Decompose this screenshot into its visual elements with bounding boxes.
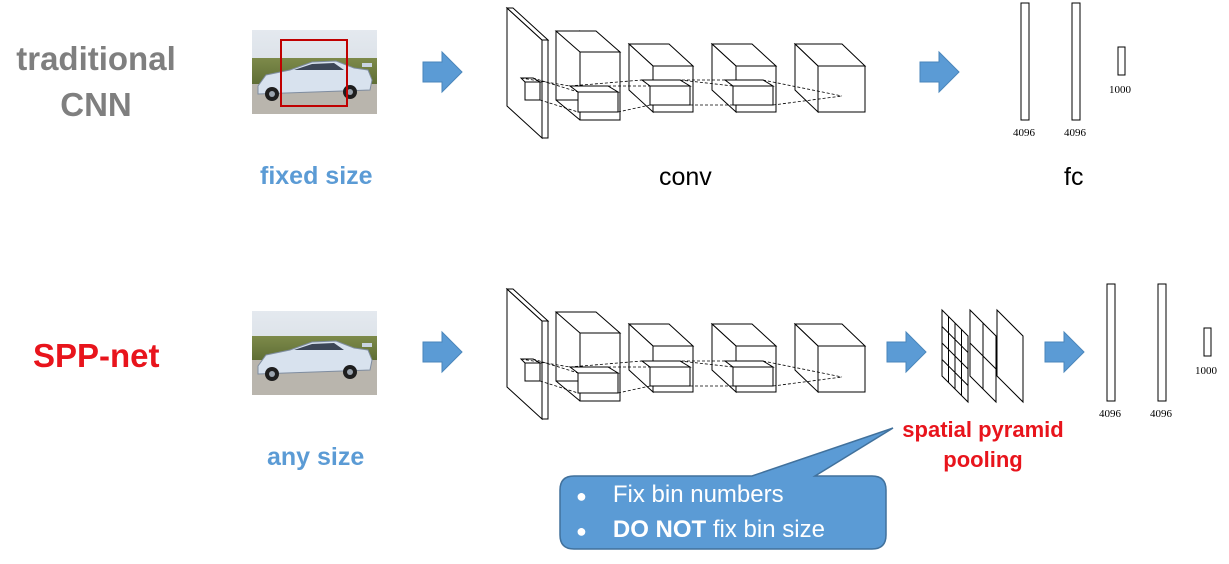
fc-layer-2-b [1157, 283, 1167, 402]
fc-label: fc [1064, 163, 1084, 191]
conv-projection-lines-1 [520, 77, 843, 113]
arrow-input-to-conv-2 [422, 330, 463, 374]
callout-text-1: Fix bin numbers [612, 481, 784, 508]
bullet-2: ● [576, 521, 587, 541]
row-title-traditional: traditional CNN [8, 36, 184, 128]
conv-stack-traditional [505, 6, 867, 140]
fc-size-1-b: 4096 [1064, 127, 1086, 139]
spp-label: spatial pyramid pooling [890, 415, 1076, 475]
fc-size-2-c: 1000 [1195, 365, 1217, 377]
callout-bold-2: DO NOT [612, 516, 707, 543]
spp-grid-1x1 [996, 308, 1024, 404]
fc-size-2-a: 4096 [1099, 408, 1121, 420]
fc-size-1-c: 1000 [1109, 84, 1131, 96]
fc-size-1-a: 4096 [1013, 127, 1035, 139]
bullet-1: ● [576, 486, 587, 506]
fc-layer-2-a [1106, 283, 1116, 402]
spp-label-line-2: pooling [943, 447, 1023, 472]
conv-label: conv [659, 163, 712, 191]
fc-size-2-b: 4096 [1150, 408, 1172, 420]
arrow-conv-to-spp [886, 330, 927, 374]
callout-item-1: ● Fix bin numbers [576, 481, 784, 509]
row-title-line-1: traditional [16, 40, 176, 77]
car-photo-spp [252, 311, 377, 395]
spp-grid-2x2 [969, 308, 997, 404]
callout-bubble [559, 427, 894, 550]
spp-grid-4x4 [941, 308, 969, 404]
fc-layer-2-c [1203, 327, 1212, 357]
arrow-spp-to-fc [1044, 330, 1085, 374]
conv-stack-spp [505, 287, 867, 421]
car-photo-traditional [252, 30, 377, 114]
fc-layer-1-a [1020, 2, 1030, 121]
row-title-line-2: CNN [60, 86, 132, 123]
callout-text-2: fix bin size [706, 516, 825, 543]
input-size-label-fixed: fixed size [260, 162, 373, 190]
fc-layer-1-b [1071, 2, 1081, 121]
row-title-spp: SPP-net [33, 337, 160, 374]
spp-label-line-1: spatial pyramid [902, 417, 1064, 442]
conv-projection-lines-2 [520, 358, 843, 394]
fc-layer-1-c [1117, 46, 1126, 76]
arrow-conv-to-fc-1 [919, 50, 960, 94]
input-size-label-any: any size [267, 443, 365, 471]
crop-box [280, 39, 348, 107]
callout-item-2: ● DO NOT fix bin size [576, 516, 825, 544]
arrow-input-to-conv-1 [422, 50, 463, 94]
